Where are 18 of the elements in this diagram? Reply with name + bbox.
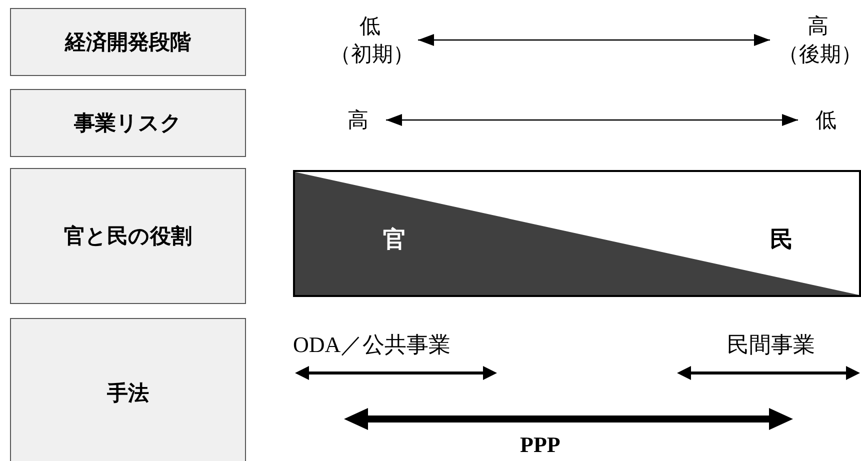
header-box: 官と民の役割 bbox=[10, 168, 246, 304]
method-label: 民間事業 bbox=[727, 331, 815, 359]
role-label: 民 bbox=[770, 226, 793, 254]
level-label: 低 bbox=[814, 107, 838, 134]
method-label: ODA／公共事業 bbox=[293, 331, 451, 359]
role-label: 官 bbox=[383, 226, 406, 254]
header-box: 手法 bbox=[10, 318, 246, 461]
level-label: （初期） bbox=[330, 41, 410, 68]
method-label: PPP bbox=[520, 432, 560, 458]
double-arrow bbox=[386, 114, 798, 126]
level-label: 低 bbox=[358, 13, 382, 40]
role-panel bbox=[293, 170, 861, 297]
double-arrow bbox=[418, 34, 770, 46]
level-label: 高 bbox=[346, 107, 370, 134]
level-label: 高 bbox=[806, 13, 830, 40]
level-label: （後期） bbox=[778, 41, 858, 68]
header-box: 事業リスク bbox=[10, 89, 246, 157]
header-box: 経済開発段階 bbox=[10, 8, 246, 76]
